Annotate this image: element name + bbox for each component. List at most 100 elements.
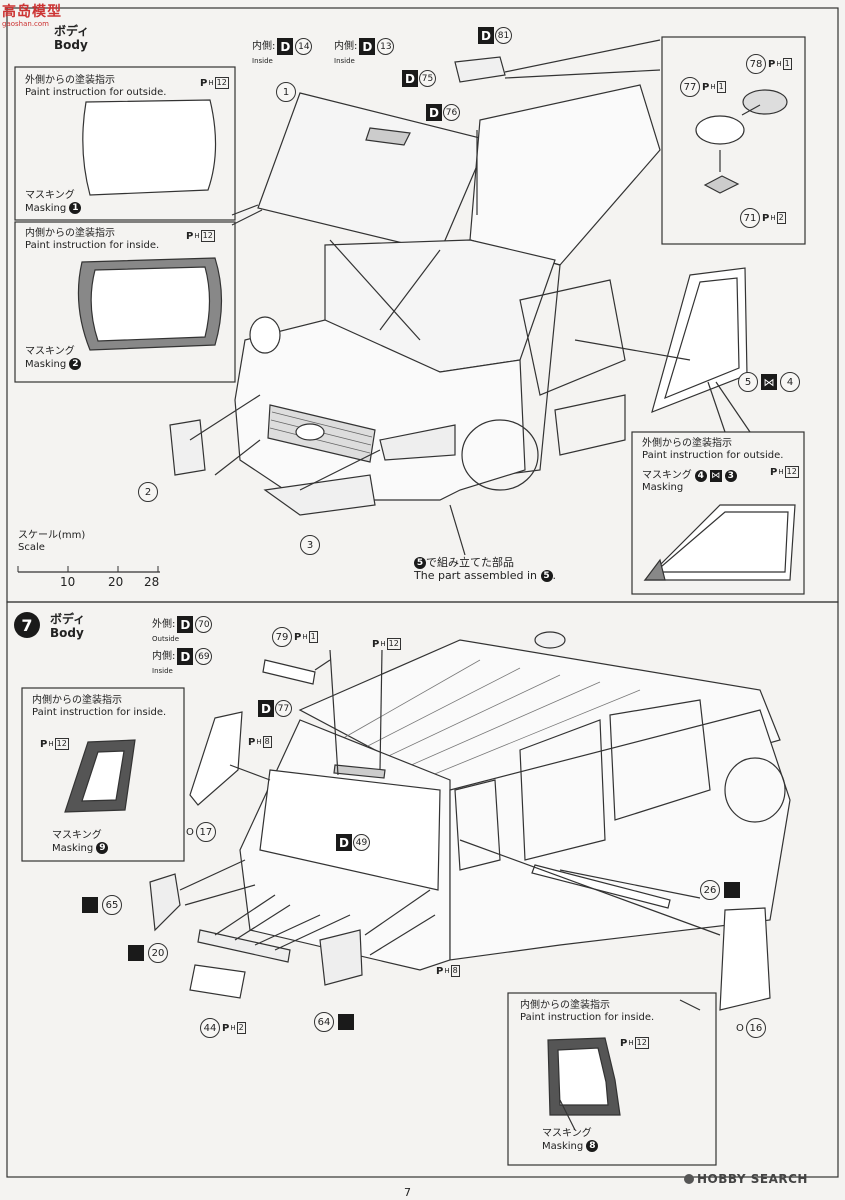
paint-box-inside-right-title: 内側からの塗装指示 Paint instruction for inside. xyxy=(520,1000,654,1024)
paint-title-en: Paint instruction for outside. xyxy=(25,87,167,98)
ph-number: 1 xyxy=(716,81,726,93)
part-number: 71 xyxy=(740,208,760,228)
section6-title-ja: ボディ xyxy=(54,24,90,38)
ph-number: 12 xyxy=(386,638,401,650)
section7-title-ja: ボディ xyxy=(50,612,86,626)
scale-ja: スケール(mm) xyxy=(18,530,86,541)
part-number: 20 xyxy=(148,943,168,963)
masking-number: 3 xyxy=(724,470,737,482)
part-number: 4 xyxy=(780,372,800,392)
badge-d75: D 75 xyxy=(402,70,436,87)
d-icon: D xyxy=(177,648,194,665)
scale-tick-20: 20 xyxy=(108,575,124,589)
inside-en: Inside xyxy=(152,667,173,675)
part-number: 13 xyxy=(377,38,395,55)
inside-label: 内側: xyxy=(334,40,358,52)
ph-number: 12 xyxy=(634,1037,649,1049)
scale-tick-10: 10 xyxy=(60,575,76,589)
part-number: 69 xyxy=(195,648,213,665)
part-number: 75 xyxy=(419,70,436,87)
chrome-paint-icon xyxy=(128,945,144,961)
ph-number: 8 xyxy=(450,965,460,977)
watermark-url: gaoshan.com xyxy=(2,20,50,28)
masking-number: 9 xyxy=(96,842,109,854)
watermark-logo-text: 高岛模型 xyxy=(2,4,62,20)
badge-d77: D 77 xyxy=(258,700,292,717)
ph-number: 12 xyxy=(54,738,69,750)
part-number: 14 xyxy=(295,38,313,55)
callout-1: 1 xyxy=(276,82,296,102)
masking-ja: マスキング xyxy=(25,346,75,357)
badge-d49: D 49 xyxy=(336,834,370,851)
inside-label: 内側: xyxy=(152,650,176,662)
part-number: 77 xyxy=(680,77,700,97)
assembled-en: The part assembled in xyxy=(414,569,538,582)
d-icon: D xyxy=(359,38,376,55)
page-number: 7 xyxy=(404,1186,411,1199)
inside-label: 内側: xyxy=(252,40,276,52)
paint-title-ja: 内側からの塗装指示 xyxy=(520,1000,610,1011)
masking-number: 2 xyxy=(69,358,82,370)
ph-number: 12 xyxy=(214,77,229,89)
scale-tick-28: 28 xyxy=(144,575,160,589)
brand-logo-icon xyxy=(684,1174,694,1184)
ph-number: 1 xyxy=(782,58,792,70)
inside-en: Inside xyxy=(252,57,273,65)
ph-number: 1 xyxy=(308,631,318,643)
ph-number: 12 xyxy=(200,230,215,242)
badge-d81: D 81 xyxy=(478,27,512,44)
paint-box-inside-title: 内側からの塗装指示 Paint instruction for inside. xyxy=(25,228,159,252)
masking-en: Masking xyxy=(25,359,67,370)
part-20: 20 xyxy=(128,943,168,963)
part-64: 64 xyxy=(314,1012,354,1032)
masking-en: Masking xyxy=(642,482,684,493)
part-number: 26 xyxy=(700,880,720,900)
paint-box-outside-title: 外側からの塗装指示 Paint instruction for outside. xyxy=(25,75,166,99)
masking-number: 4 xyxy=(694,470,707,482)
scale-en: Scale xyxy=(18,542,45,553)
part-number: 79 xyxy=(272,627,292,647)
masking-number: 8 xyxy=(586,1140,599,1152)
d-icon: D xyxy=(478,27,494,44)
part-number: 44 xyxy=(200,1018,220,1038)
badge-inside-14: 内側: D 14 Inside xyxy=(252,38,313,67)
masking-label-1: マスキング Masking 1 xyxy=(25,190,82,215)
part-number: 76 xyxy=(443,104,460,121)
part-26: 26 xyxy=(700,880,740,900)
ph-number: 2 xyxy=(776,212,786,224)
part-number: 78 xyxy=(746,54,766,74)
brand-name: HOBBY SEARCH xyxy=(697,1172,808,1186)
side-window-callout: 5 ⋈ 4 xyxy=(738,372,800,392)
chrome-paint-icon xyxy=(724,882,740,898)
masking-label-2: マスキング Masking 2 xyxy=(25,346,82,371)
paint-title-ja: 内側からの塗装指示 xyxy=(32,695,122,706)
inside-en: Inside xyxy=(334,57,355,65)
paint-title-en: Paint instruction for inside. xyxy=(520,1012,655,1023)
paint-box-inside-left-title: 内側からの塗装指示 Paint instruction for inside. xyxy=(32,695,166,719)
paint-title-ja: 内側からの塗装指示 xyxy=(25,228,115,239)
part-65: 65 xyxy=(82,895,122,915)
section7-title-en: Body xyxy=(50,626,84,640)
scale-label: スケール(mm) Scale xyxy=(18,530,85,554)
paint-title-en: Paint instruction for inside. xyxy=(25,240,160,251)
brand-watermark: HOBBY SEARCH xyxy=(684,1172,808,1186)
masking-ja: マスキング xyxy=(642,470,692,481)
